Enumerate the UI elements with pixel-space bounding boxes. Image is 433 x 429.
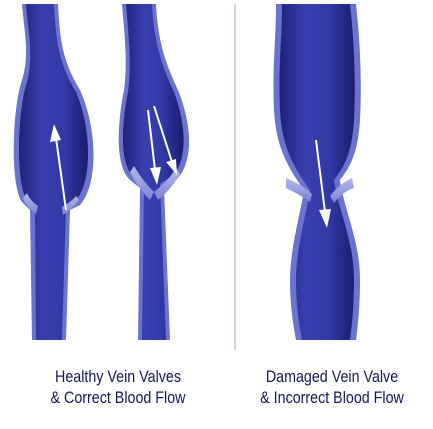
healthy-vein-closed-valve xyxy=(119,4,189,340)
caption-healthy: Healthy Vein Valves & Correct Blood Flow xyxy=(34,366,202,408)
caption-healthy-line2: & Correct Blood Flow xyxy=(34,387,202,408)
caption-healthy-line1: Healthy Vein Valves xyxy=(34,366,202,387)
caption-damaged: Damaged Vein Valve & Incorrect Blood Flo… xyxy=(248,366,416,408)
caption-damaged-line1: Damaged Vein Valve xyxy=(248,366,416,387)
damaged-vein xyxy=(273,4,360,340)
caption-damaged-line2: & Incorrect Blood Flow xyxy=(248,387,416,408)
healthy-vein-open-valve xyxy=(14,4,94,340)
